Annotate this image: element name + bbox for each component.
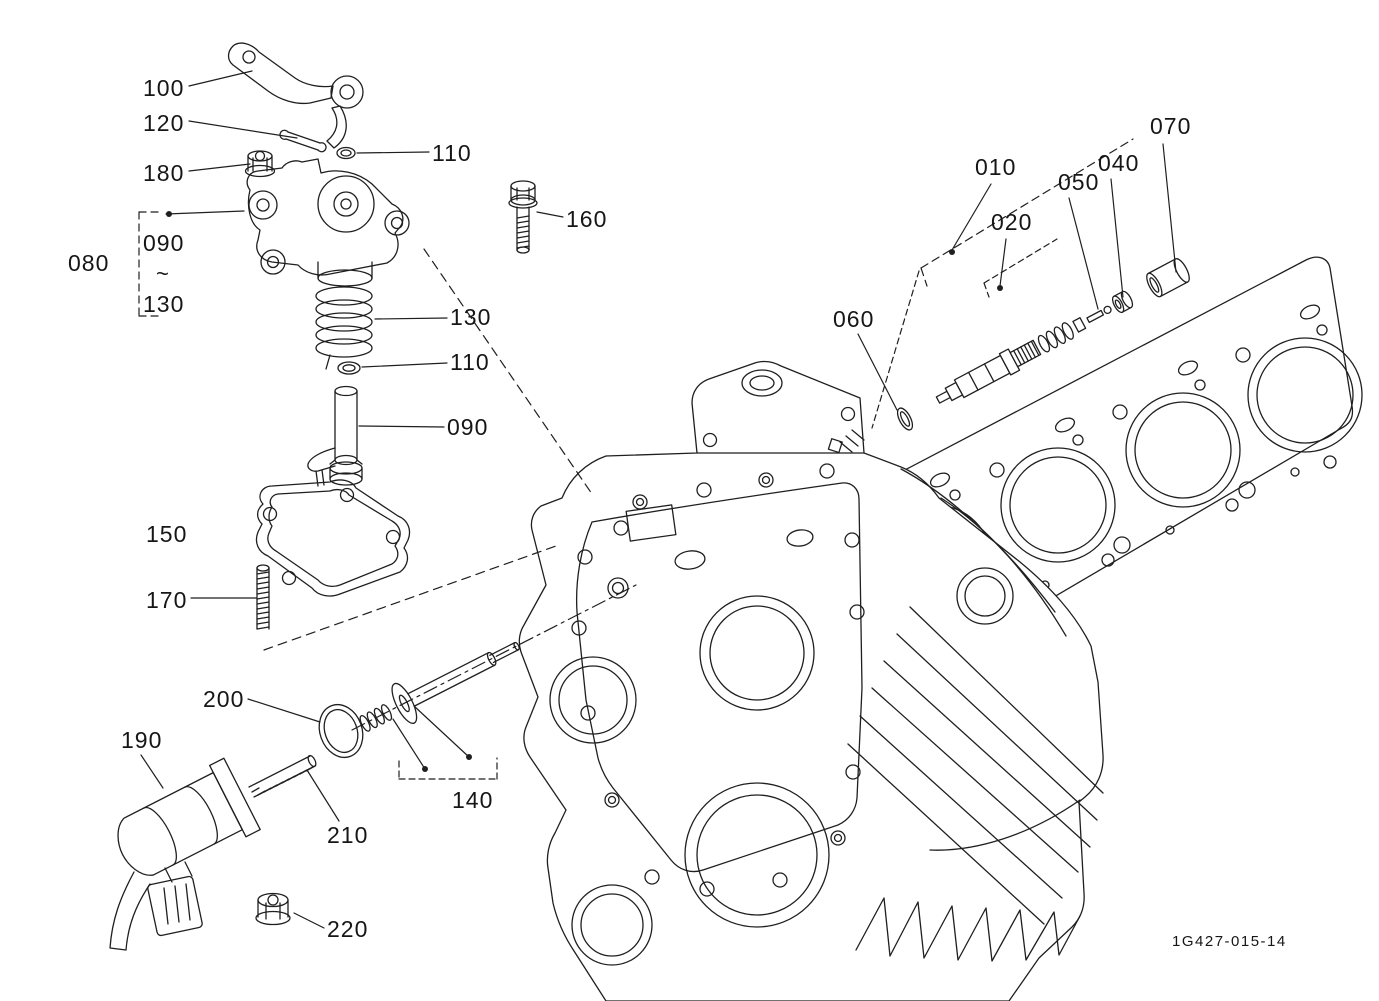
pin-120-art [279, 129, 327, 153]
callout-040: 040 [1098, 150, 1140, 176]
callout-200: 200 [203, 686, 245, 712]
callout-210: 210 [327, 822, 369, 848]
callout-020: 020 [991, 209, 1033, 235]
callout-170: 170 [146, 587, 188, 613]
callout-090-shaft: 090 [447, 414, 489, 440]
leader-lines [140, 70, 1177, 929]
injector-assembly-art [935, 258, 1190, 404]
callout-120: 120 [143, 110, 185, 136]
bolt-160-art [508, 180, 538, 254]
shaft-090-art [307, 385, 363, 487]
callout-140: 140 [452, 787, 494, 813]
solenoid-190-art [109, 757, 261, 951]
oring-110-lower-art [337, 361, 361, 375]
stud-170-art [256, 564, 270, 630]
callout-010: 010 [975, 154, 1017, 180]
callout-160: 160 [566, 206, 608, 232]
oring-110-upper-art [336, 146, 356, 160]
callout-190: 190 [121, 727, 163, 753]
fork-lever-art [227, 42, 364, 149]
callout-130-spring: 130 [450, 304, 492, 330]
oring-200-art [318, 703, 364, 759]
stud-210-art [248, 754, 317, 798]
callout-050: 050 [1058, 169, 1100, 195]
callout-080: 080 [68, 250, 110, 276]
cover-plate-art [246, 158, 410, 287]
callout-130-range-end: 130 [143, 291, 185, 317]
gasket-150-art [255, 479, 411, 597]
callout-110-lower: 110 [450, 349, 490, 375]
callout-090-range-start: 090 [143, 230, 185, 256]
callout-150: 150 [146, 521, 188, 547]
callout-070: 070 [1150, 113, 1192, 139]
figure-code: 1G427-015-14 [1172, 933, 1287, 950]
callout-100: 100 [143, 75, 185, 101]
callout-range-tilde: ~ [156, 261, 170, 286]
callout-180: 180 [143, 160, 185, 186]
dashed-brackets [138, 138, 1134, 780]
nut-180-art [244, 150, 276, 178]
engine-block-art [518, 360, 1104, 1001]
spring-130-art [315, 286, 373, 370]
callout-110-upper: 110 [432, 140, 472, 166]
callout-220: 220 [327, 916, 369, 942]
oring-060-art [896, 407, 914, 431]
callout-060: 060 [833, 306, 875, 332]
nut-220-art [255, 892, 291, 926]
shaft-140-art [359, 641, 520, 732]
